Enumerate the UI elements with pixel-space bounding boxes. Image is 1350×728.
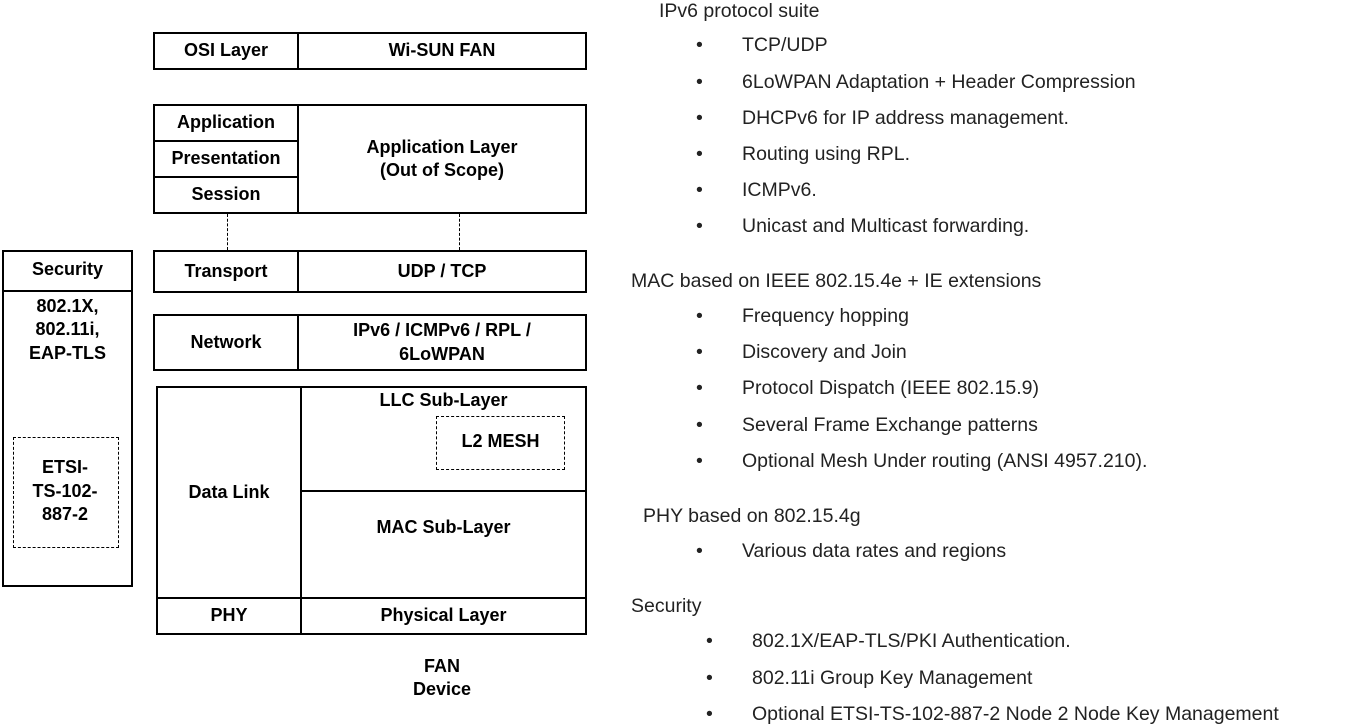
list-item: Frequency hopping	[696, 305, 909, 328]
fan-mac-sublayer: MAC Sub-Layer	[376, 517, 511, 538]
security-protocols: 802.1X, 802.11i, EAP-TLS	[28, 296, 106, 363]
list-item: Various data rates and regions	[696, 540, 1006, 563]
l2-mesh-box	[436, 416, 565, 470]
list-item: Protocol Dispatch (IEEE 802.15.9)	[696, 377, 1039, 400]
list-item: Routing using RPL.	[696, 143, 910, 166]
list-item: TCP/UDP	[696, 34, 827, 57]
divider	[300, 386, 302, 635]
divider	[297, 250, 299, 293]
divider	[297, 314, 299, 371]
osi-transport: Transport	[184, 260, 268, 281]
list-item: Optional ETSI-TS-102-887-2 Node 2 Node K…	[706, 703, 1279, 726]
network-row	[153, 314, 587, 371]
divider	[300, 490, 587, 492]
etsi-box	[13, 437, 119, 548]
list-item: 802.11i Group Key Management	[706, 667, 1032, 690]
fan-llc-sublayer: LLC Sub-Layer	[379, 390, 508, 411]
osi-presentation: Presentation	[171, 148, 281, 169]
divider	[156, 597, 587, 599]
list-item: 6LoWPAN Adaptation + Header Compression	[696, 71, 1136, 94]
osi-phy: PHY	[210, 605, 248, 626]
list-item: ICMPv6.	[696, 179, 817, 202]
list-item: Unicast and Multicast forwarding.	[696, 215, 1029, 238]
fan-physical-layer: Physical Layer	[380, 605, 507, 626]
fan-network-protocols: IPv6 / ICMPv6 / RPL / 6LoWPAN	[353, 320, 531, 364]
fan-udp-tcp: UDP / TCP	[397, 260, 487, 281]
header-row	[153, 32, 587, 70]
mac-heading: MAC based on IEEE 802.15.4e + IE extensi…	[631, 270, 1042, 292]
osi-session: Session	[191, 184, 261, 205]
fan-application-layer: Application Layer (Out of Scope)	[366, 136, 518, 180]
osi-layer-header: OSI Layer	[183, 40, 269, 61]
dashed-connector	[459, 214, 460, 250]
divider	[153, 176, 298, 178]
divider	[297, 104, 299, 214]
divider	[2, 290, 133, 292]
fan-device-caption: FAN Device	[412, 655, 472, 699]
list-item: DHCPv6 for IP address management.	[696, 107, 1069, 130]
list-item: 802.1X/EAP-TLS/PKI Authentication.	[706, 630, 1071, 653]
osi-application: Application	[177, 112, 275, 133]
osi-network: Network	[190, 331, 262, 352]
datalink-phy-block	[156, 386, 587, 635]
list-item: Several Frame Exchange patterns	[696, 414, 1038, 437]
list-item: Optional Mesh Under routing (ANSI 4957.2…	[696, 450, 1147, 473]
application-block	[153, 104, 587, 214]
security-etsi: ETSI- TS-102- 887-2	[32, 457, 98, 525]
osi-data-link: Data Link	[188, 481, 270, 502]
phy-heading: PHY based on 802.15.4g	[643, 505, 861, 527]
fan-l2-mesh: L2 MESH	[461, 431, 540, 452]
dashed-connector	[227, 214, 228, 250]
ipv6-heading: IPv6 protocol suite	[659, 0, 820, 22]
transport-row	[153, 250, 587, 293]
divider	[297, 32, 299, 70]
security-column	[2, 250, 133, 587]
divider	[153, 140, 298, 142]
security-heading: Security	[631, 595, 702, 617]
security-title: Security	[31, 259, 104, 280]
list-item: Discovery and Join	[696, 341, 907, 364]
wisun-fan-header: Wi-SUN FAN	[388, 40, 496, 61]
